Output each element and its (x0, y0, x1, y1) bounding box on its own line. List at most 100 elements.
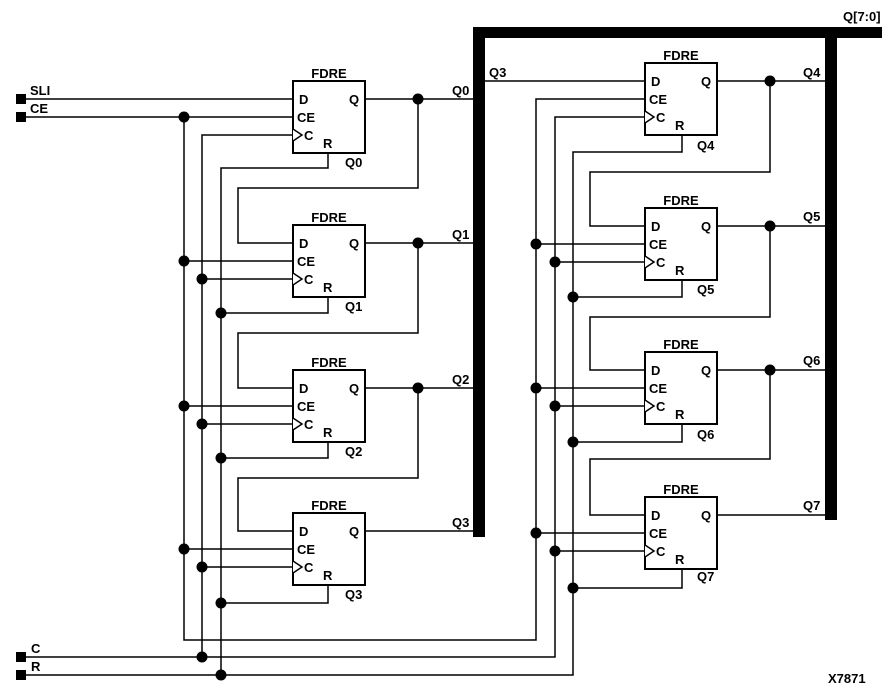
fdre-block-q6: FDRE D CE C Q R Q6 Q6 (644, 337, 820, 442)
bus-bar-top (473, 27, 882, 38)
junction-dot (178, 543, 190, 555)
fdre-block-q1: FDRE D CE C Q R Q1 Q1 (292, 210, 469, 314)
c-net-wire (26, 116, 645, 658)
block-body (644, 351, 718, 425)
ce-pin-pad (16, 112, 26, 122)
instance-label: Q5 (697, 282, 714, 297)
net-label: Q7 (803, 498, 820, 513)
instance-label: Q3 (345, 587, 362, 602)
clock-wedge-icon (292, 272, 304, 286)
block-body (292, 369, 366, 443)
pin-label-d: D (651, 74, 660, 89)
ce-pin-label: CE (30, 101, 48, 116)
q-output-wires-right (717, 80, 827, 516)
shift-feedback-wires-right (589, 81, 771, 516)
junction-dot (215, 307, 227, 319)
fdre-block-q5: FDRE D CE C Q R Q5 Q5 (644, 193, 820, 297)
block-body (644, 496, 718, 570)
pin-label-d: D (651, 508, 660, 523)
block-body (644, 207, 718, 281)
fdre-block-q3: FDRE D CE C Q R Q3 Q3 (292, 498, 469, 602)
clock-wedge-icon (292, 560, 304, 574)
pin-label-r: R (323, 280, 333, 295)
junction-dot (412, 237, 424, 249)
pin-label-ce: CE (297, 110, 315, 125)
pin-label-q: Q (349, 524, 359, 539)
block-title: FDRE (311, 355, 347, 370)
junction-dot (764, 364, 776, 376)
pin-label-d: D (651, 363, 660, 378)
pin-label-ce: CE (297, 542, 315, 557)
junction-dot (530, 382, 542, 394)
junction-dot (412, 382, 424, 394)
pin-label-ce: CE (649, 381, 667, 396)
pin-label-c: C (304, 417, 314, 432)
junction-dot (764, 220, 776, 232)
junction-dot (215, 669, 227, 681)
clock-wedge-icon (644, 110, 656, 124)
junction-dot (412, 93, 424, 105)
block-body (292, 512, 366, 586)
ce-net-wire (26, 98, 645, 641)
instance-label: Q6 (697, 427, 714, 442)
fdre-block-q4: FDRE D CE C Q R Q4 Q4 (644, 48, 821, 153)
net-label: Q6 (803, 353, 820, 368)
pin-label-ce: CE (649, 526, 667, 541)
pin-label-q: Q (349, 381, 359, 396)
input-pin-r: R (16, 659, 41, 680)
junction-dot (178, 111, 190, 123)
fdre-block-q7: FDRE D CE C Q R Q7 Q7 (644, 482, 820, 584)
pin-label-q: Q (701, 219, 711, 234)
pin-label-q: Q (701, 508, 711, 523)
instance-label: Q4 (697, 138, 715, 153)
junction-dot (196, 561, 208, 573)
clock-wedge-icon (644, 399, 656, 413)
block-title: FDRE (663, 482, 699, 497)
junction-dot (764, 75, 776, 87)
clock-wedge-icon (644, 255, 656, 269)
input-pin-sli: SLI (16, 83, 50, 104)
shift-feedback-wires-left (237, 99, 419, 532)
instance-label: Q0 (345, 155, 362, 170)
pin-label-d: D (299, 236, 308, 251)
pin-label-c: C (304, 272, 314, 287)
block-title: FDRE (311, 498, 347, 513)
c-pin-label: C (31, 641, 41, 656)
bus-bar-left (473, 27, 485, 537)
block-title: FDRE (663, 193, 699, 208)
pin-label-ce: CE (649, 92, 667, 107)
pin-label-r: R (323, 425, 333, 440)
sli-pin-pad (16, 94, 26, 104)
net-label: Q2 (452, 372, 469, 387)
junction-dot (215, 452, 227, 464)
pin-label-r: R (675, 263, 685, 278)
q-output-wires-left (365, 98, 475, 532)
junction-dot (196, 273, 208, 285)
clock-wedge-icon (644, 544, 656, 558)
figure-number: X7871 (828, 671, 866, 686)
bus-tap-label: Q3 (489, 65, 506, 80)
pin-label-r: R (675, 552, 685, 567)
clock-wedge-icon (292, 417, 304, 431)
block-body (292, 80, 366, 154)
pin-label-ce: CE (649, 237, 667, 252)
bus-bar-right (825, 27, 837, 520)
pin-label-c: C (656, 255, 666, 270)
junction-dot (178, 255, 190, 267)
block-body (644, 62, 718, 136)
clock-wedge-icon (292, 128, 304, 142)
pin-label-c: C (656, 544, 666, 559)
net-label: Q3 (452, 515, 469, 530)
junction-dot (549, 400, 561, 412)
input-pin-ce: CE (16, 101, 48, 122)
block-title: FDRE (663, 337, 699, 352)
junction-dot (567, 582, 579, 594)
r-pin-label: R (31, 659, 41, 674)
net-label: Q0 (452, 83, 469, 98)
pin-label-r: R (323, 568, 333, 583)
block-body (292, 224, 366, 298)
block-title: FDRE (311, 66, 347, 81)
junction-dot (530, 238, 542, 250)
pin-label-ce: CE (297, 254, 315, 269)
